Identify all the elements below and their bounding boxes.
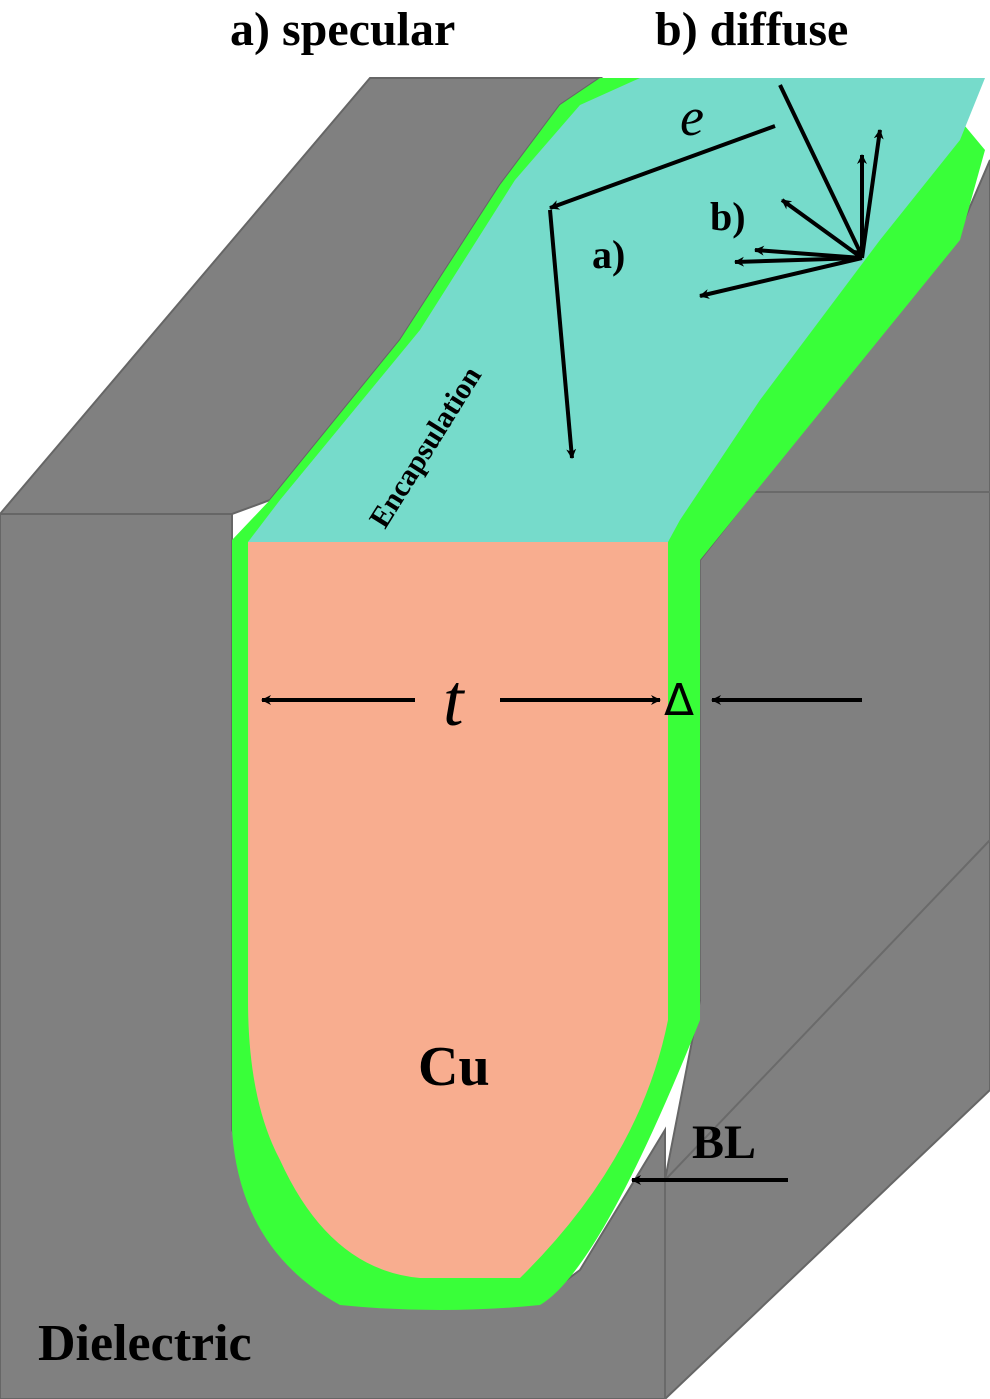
specular-incoming-arrow bbox=[549, 124, 776, 210]
diffuse-scatter-arrow-3 bbox=[780, 198, 864, 260]
specular-marker: a) bbox=[592, 232, 625, 277]
diffuse-marker: b) bbox=[710, 194, 746, 239]
copper-label: Cu bbox=[418, 1036, 490, 1098]
specular-reflected-arrow bbox=[548, 209, 577, 459]
diffuse-label: b) diffuse bbox=[655, 3, 848, 56]
copper-fill bbox=[248, 542, 668, 1278]
barrier-layer-label: BL bbox=[692, 1116, 756, 1169]
diffuse-scatter-arrow-6 bbox=[699, 256, 863, 299]
specular-label: a) specular bbox=[230, 3, 455, 56]
thickness-label: t bbox=[443, 660, 466, 742]
diffuse-scatter-arrow-1 bbox=[860, 129, 884, 259]
barrier-thickness-label: Δ bbox=[664, 675, 694, 726]
diffuse-incoming-arrow bbox=[778, 84, 864, 257]
electron-label: e bbox=[680, 87, 704, 147]
encapsulation-layer bbox=[248, 78, 985, 542]
diffuse-scatter-arrow-5 bbox=[734, 256, 863, 267]
dielectric-label: Dielectric bbox=[38, 1315, 252, 1372]
